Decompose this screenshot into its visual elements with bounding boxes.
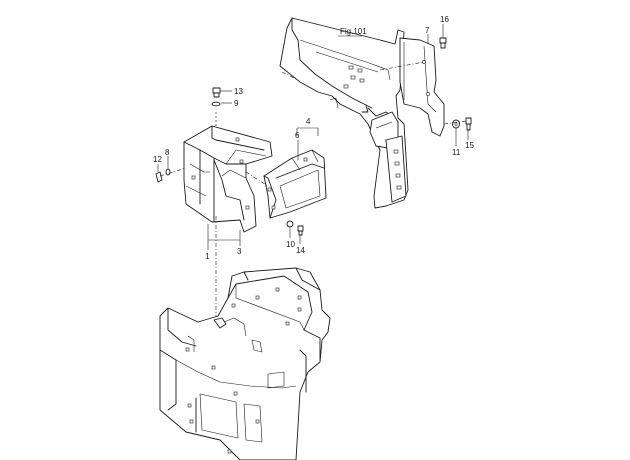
callout-labels: 16 7 11 15 13 9 4 6 12 8 1 3 xyxy=(153,15,474,261)
bolt-part-14 xyxy=(297,225,304,236)
callout-3: 3 xyxy=(237,247,242,256)
figure-reference: Fig.101 xyxy=(338,27,367,37)
bolt-part-16 xyxy=(439,37,447,49)
callout-11: 11 xyxy=(452,148,461,157)
plate-part-7 xyxy=(379,37,445,137)
callout-14: 14 xyxy=(296,246,305,255)
washer-part-11 xyxy=(452,119,460,129)
frame-panel-upper-right xyxy=(279,17,409,209)
callout-1: 1 xyxy=(205,252,210,261)
callout-8: 8 xyxy=(165,148,170,157)
callout-4: 4 xyxy=(306,117,311,126)
callout-10: 10 xyxy=(286,240,295,249)
callout-16: 16 xyxy=(440,15,449,24)
cover-assembly-part-1-3 xyxy=(183,112,273,233)
callout-13: 13 xyxy=(234,87,243,96)
washer-part-10 xyxy=(286,220,294,228)
callout-7: 7 xyxy=(425,26,430,35)
callout-12: 12 xyxy=(153,155,162,164)
callout-15: 15 xyxy=(465,141,474,150)
callout-9: 9 xyxy=(234,99,239,108)
callout-6: 6 xyxy=(295,131,300,140)
bracket-part-4-6 xyxy=(263,149,327,219)
figure-reference-label: Fig.101 xyxy=(340,27,367,36)
bolt-part-13 xyxy=(212,87,221,98)
bolt-part-12 xyxy=(155,171,163,183)
bolt-part-15 xyxy=(465,117,472,131)
chassis-frame-lower xyxy=(159,267,331,460)
washer-part-9 xyxy=(211,101,221,107)
